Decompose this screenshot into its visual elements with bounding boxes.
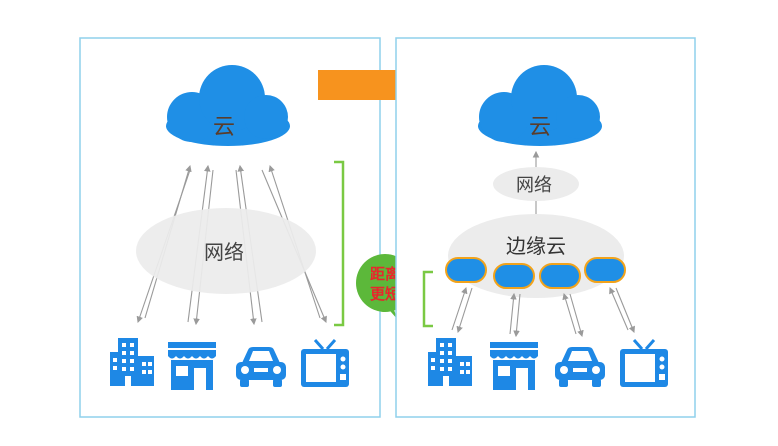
edge-node — [584, 257, 626, 283]
left-distance-bracket — [334, 160, 345, 327]
right-panel: 云 网络 边缘云 — [395, 37, 696, 418]
edge-node — [445, 257, 487, 283]
callout-line2: 更短 — [370, 285, 400, 303]
left-network: 网络 — [136, 208, 316, 294]
right-network: 网络 — [493, 167, 579, 201]
edge-node — [493, 263, 535, 289]
left-cloud: 云 — [166, 65, 290, 146]
edge-node — [539, 263, 581, 289]
left-network-label: 网络 — [204, 240, 244, 264]
left-cloud-label: 云 — [213, 115, 235, 140]
right-edge-arrows — [451, 286, 635, 338]
edge-nodes — [445, 257, 626, 289]
right-network-label: 网络 — [516, 175, 552, 196]
right-distance-bracket — [422, 270, 433, 328]
edge-cloud: 边缘云 — [448, 214, 624, 298]
right-cloud: 云 — [478, 65, 602, 146]
left-panel: 云 网络 — [79, 37, 381, 418]
callout-line1: 距离 — [370, 265, 400, 283]
right-cloud-label: 云 — [529, 115, 551, 140]
edge-cloud-label: 边缘云 — [506, 234, 566, 258]
